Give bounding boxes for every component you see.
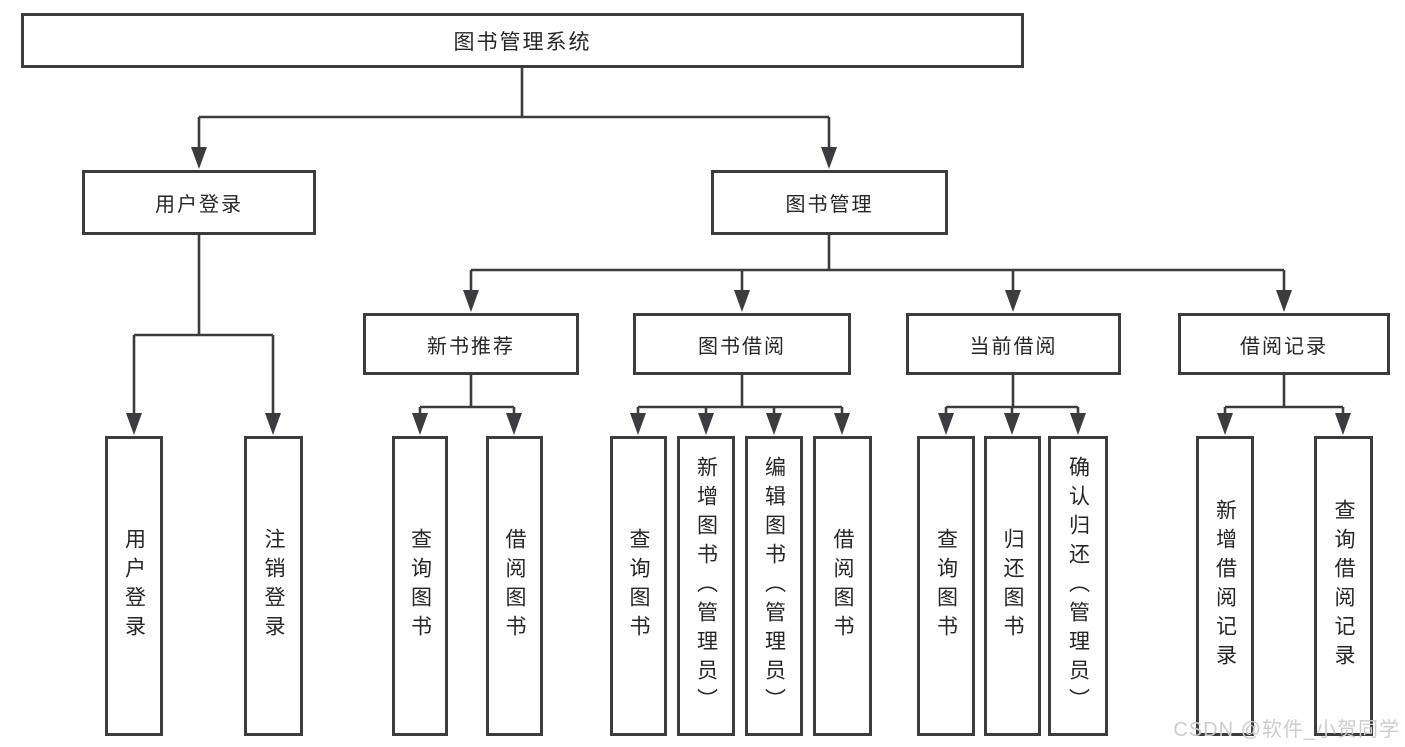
leaf-add-borrow-record: 新增借阅记录 bbox=[1196, 436, 1254, 736]
leaf-edit-book-admin-label: 编辑图书（管理员） bbox=[762, 455, 786, 717]
leaf-user-login: 用户登录 bbox=[105, 436, 163, 736]
leaf-add-borrow-record-label: 新增借阅记录 bbox=[1213, 499, 1237, 673]
leaf-recommend-borrow-book-label: 借阅图书 bbox=[503, 528, 526, 644]
node-new-book-recommend-label: 新书推荐 bbox=[427, 335, 515, 358]
leaf-confirm-return-admin: 确认归还（管理员） bbox=[1048, 436, 1108, 736]
node-user-login-branch-label: 用户登录 bbox=[155, 194, 243, 216]
leaf-query-borrow-record-label: 查询借阅记录 bbox=[1332, 499, 1355, 673]
leaf-borrow-query-book-label: 查询图书 bbox=[627, 528, 650, 644]
node-book-borrow: 图书借阅 bbox=[633, 313, 851, 375]
node-current-borrow-label: 当前借阅 bbox=[969, 335, 1058, 358]
node-borrow-records: 借阅记录 bbox=[1178, 313, 1390, 375]
leaf-logout: 注销登录 bbox=[244, 436, 303, 736]
leaf-borrow-query-book: 查询图书 bbox=[610, 436, 667, 736]
node-new-book-recommend: 新书推荐 bbox=[363, 313, 579, 375]
node-book-borrow-label: 图书借阅 bbox=[698, 335, 786, 358]
leaf-query-borrow-record: 查询借阅记录 bbox=[1314, 436, 1373, 736]
node-book-management: 图书管理 bbox=[711, 170, 948, 235]
leaf-recommend-query-book: 查询图书 bbox=[392, 436, 448, 736]
csdn-watermark: CSDN @软件_小贺同学 bbox=[1173, 719, 1400, 741]
leaf-add-book-admin-label: 新增图书（管理员） bbox=[694, 455, 718, 717]
leaf-borrow-book-label: 借阅图书 bbox=[831, 528, 854, 644]
leaf-return-book: 归还图书 bbox=[984, 436, 1041, 736]
leaf-add-book-admin: 新增图书（管理员） bbox=[677, 436, 735, 736]
node-library-system-label: 图书管理系统 bbox=[453, 30, 592, 54]
leaf-recommend-query-book-label: 查询图书 bbox=[408, 528, 432, 644]
node-user-login-branch: 用户登录 bbox=[82, 170, 316, 235]
node-library-system: 图书管理系统 bbox=[21, 13, 1024, 68]
node-current-borrow: 当前借阅 bbox=[906, 313, 1121, 375]
leaf-edit-book-admin: 编辑图书（管理员） bbox=[745, 436, 803, 736]
leaf-confirm-return-admin-label: 确认归还（管理员） bbox=[1066, 455, 1090, 717]
leaf-current-query-book: 查询图书 bbox=[917, 436, 975, 736]
leaf-current-query-book-label: 查询图书 bbox=[934, 528, 958, 644]
leaf-logout-label: 注销登录 bbox=[262, 528, 285, 644]
leaf-user-login-label: 用户登录 bbox=[122, 528, 146, 644]
leaf-return-book-label: 归还图书 bbox=[1001, 528, 1024, 644]
leaf-recommend-borrow-book: 借阅图书 bbox=[486, 436, 543, 736]
leaf-borrow-book: 借阅图书 bbox=[813, 436, 872, 736]
node-borrow-records-label: 借阅记录 bbox=[1240, 335, 1328, 358]
node-book-management-label: 图书管理 bbox=[785, 194, 874, 216]
